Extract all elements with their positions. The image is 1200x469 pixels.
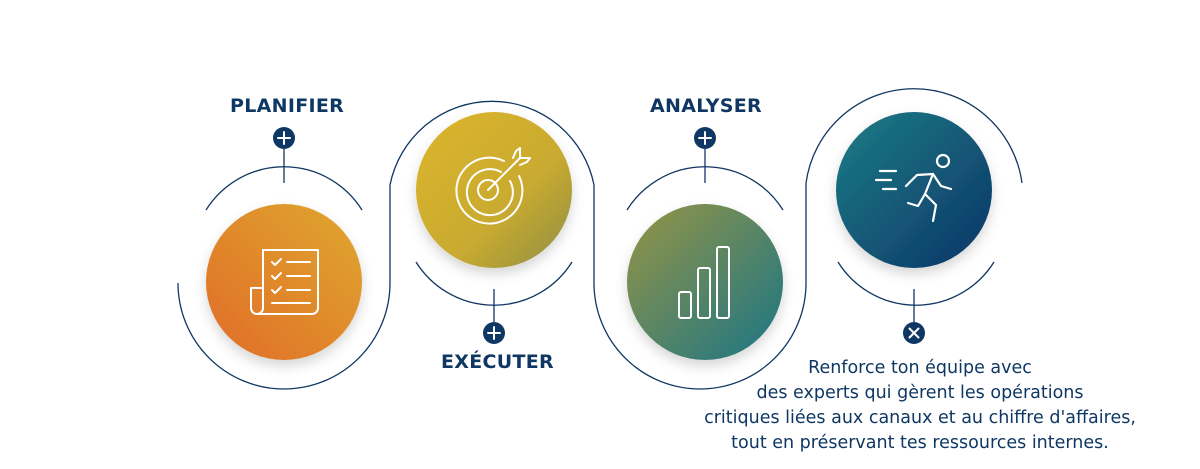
plus-icon: [277, 131, 291, 145]
description-line: Renforce ton équipe avec: [808, 358, 1032, 378]
checklist-icon: [250, 249, 319, 315]
step-circle-final: [836, 112, 992, 268]
close-icon: [908, 327, 920, 339]
bar-chart-icon: [678, 246, 730, 319]
description-line: des experts qui gèrent les opérations: [756, 383, 1084, 403]
target-icon: [455, 147, 531, 225]
description-line: critiques liées aux canaux et au chiffre…: [704, 408, 1136, 428]
planifier-expand-button[interactable]: [273, 127, 295, 149]
step-description: Renforce ton équipe avec des experts qui…: [660, 356, 1180, 456]
executer-expand-button[interactable]: [483, 322, 505, 344]
step-label-executer: EXÉCUTER: [441, 351, 554, 373]
connector-lines: [177, 88, 1023, 390]
step-circle-planifier: [206, 204, 362, 360]
runner-icon: [874, 153, 953, 223]
step-circle-executer: [416, 112, 572, 268]
description-line: tout en préservant tes ressources intern…: [731, 433, 1109, 453]
step-label-planifier: PLANIFIER: [230, 95, 345, 117]
arc-4-bottom-inner: [837, 261, 995, 306]
arc-23-link: [593, 185, 807, 390]
final-collapse-button[interactable]: [903, 322, 925, 344]
step-label-analyser: ANALYSER: [650, 95, 762, 117]
plus-icon: [487, 326, 501, 340]
arc-34-link: [805, 88, 1023, 283]
arc-1-bottom: [177, 282, 391, 390]
analyser-expand-button[interactable]: [694, 127, 716, 149]
step-circle-analyser: [627, 204, 783, 360]
plus-icon: [698, 131, 712, 145]
arc-12-link: [389, 100, 595, 283]
